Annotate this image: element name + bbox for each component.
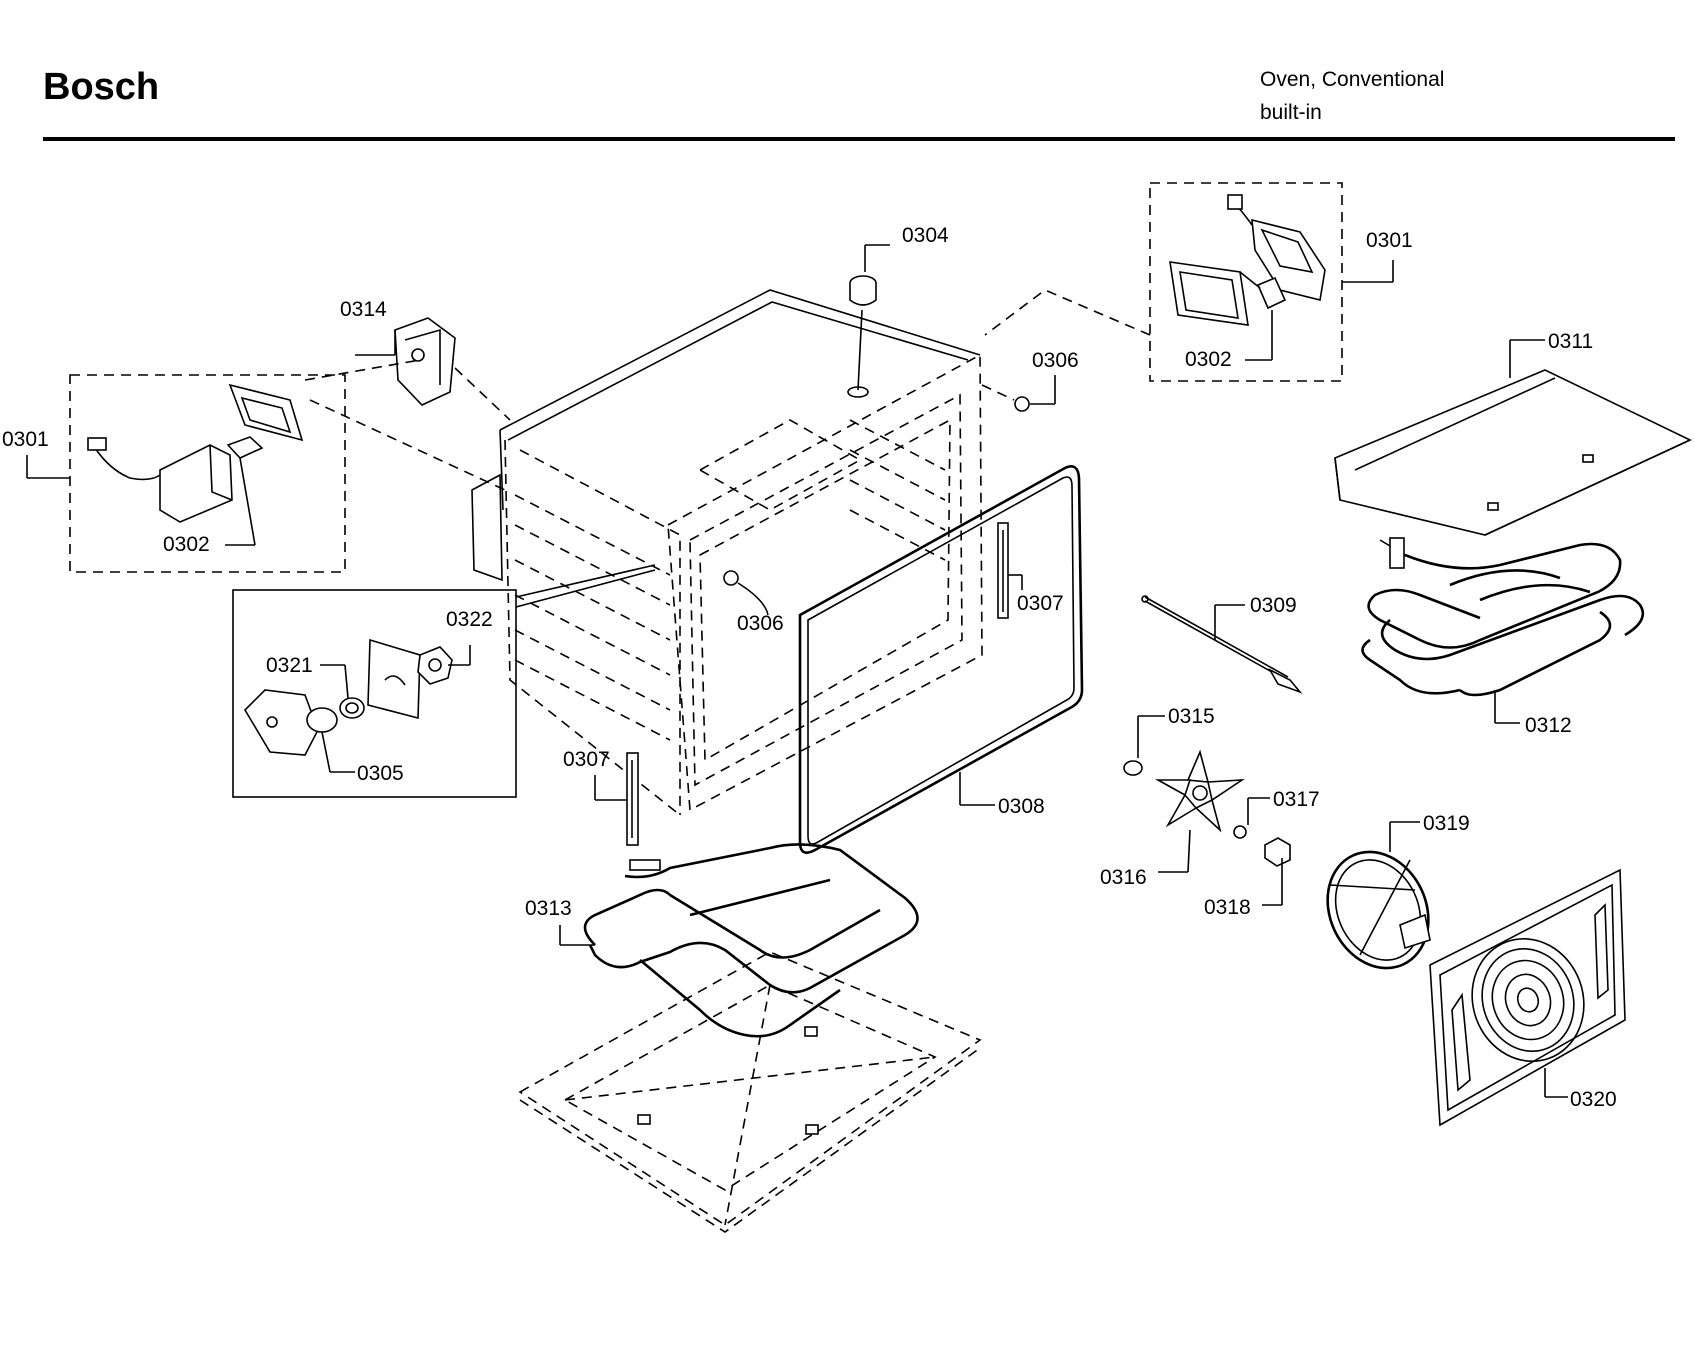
- header-rule: [43, 137, 1675, 141]
- callout-0305: 0305: [357, 762, 404, 785]
- callout-0321: 0321: [266, 654, 313, 677]
- callout-0315: 0315: [1168, 705, 1215, 728]
- brand-title: Bosch: [43, 66, 160, 108]
- door-gasket: [798, 465, 1084, 854]
- callout-0312: 0312: [1525, 714, 1572, 737]
- callout-0306-mid: 0306: [737, 612, 784, 635]
- broil-element: [1361, 537, 1645, 724]
- callout-0320: 0320: [1570, 1088, 1617, 1111]
- callout-0307-left: 0307: [563, 748, 610, 771]
- callout-0301-left: 0301: [2, 428, 49, 451]
- callout-0316: 0316: [1100, 866, 1147, 889]
- right-lamp-assembly-box: [984, 182, 1394, 382]
- oven-cavity: [471, 289, 983, 816]
- callout-0311: 0311: [1548, 330, 1593, 353]
- callout-0309: 0309: [1250, 594, 1297, 617]
- rack-guide-right: [997, 522, 1009, 619]
- callout-0314: 0314: [340, 298, 387, 321]
- left-lamp-assembly-box: [26, 359, 506, 573]
- screw-top: [981, 375, 1056, 412]
- rack-guide-left: [626, 752, 639, 846]
- callout-0322: 0322: [446, 608, 493, 631]
- washer-part: [1123, 715, 1165, 776]
- bottom-panel: [518, 951, 982, 1233]
- convection-ring-element: [1326, 821, 1431, 970]
- hinge-assembly: [355, 317, 511, 421]
- callout-0308: 0308: [998, 795, 1045, 818]
- callout-0304: 0304: [902, 224, 949, 247]
- callout-0302-left: 0302: [163, 533, 210, 556]
- callout-0318: 0318: [1204, 896, 1251, 919]
- callout-0301-right: 0301: [1366, 229, 1413, 252]
- leader-lines: [594, 574, 1023, 806]
- callout-0313: 0313: [525, 897, 572, 920]
- spacer-part: [1262, 837, 1291, 906]
- convection-fan-blade: [1154, 749, 1245, 873]
- top-cap-part: [849, 244, 890, 391]
- appliance-install-type: built-in: [1260, 101, 1322, 124]
- callout-0307-right: 0307: [1017, 592, 1064, 615]
- fan-nut: [1233, 797, 1270, 839]
- callout-0302-right: 0302: [1185, 348, 1232, 371]
- rear-fan-cover-panel: [1429, 868, 1626, 1127]
- screw-mid: [723, 570, 769, 616]
- callout-0317: 0317: [1273, 788, 1320, 811]
- top-cover-plate: [1334, 339, 1692, 536]
- temperature-sensor: [1141, 595, 1303, 694]
- callout-0306-top: 0306: [1032, 349, 1079, 372]
- sensor-inset-box: [232, 564, 656, 798]
- bake-element: [559, 843, 919, 1038]
- callout-0319: 0319: [1423, 812, 1470, 835]
- appliance-type: Oven, Conventional: [1260, 68, 1445, 91]
